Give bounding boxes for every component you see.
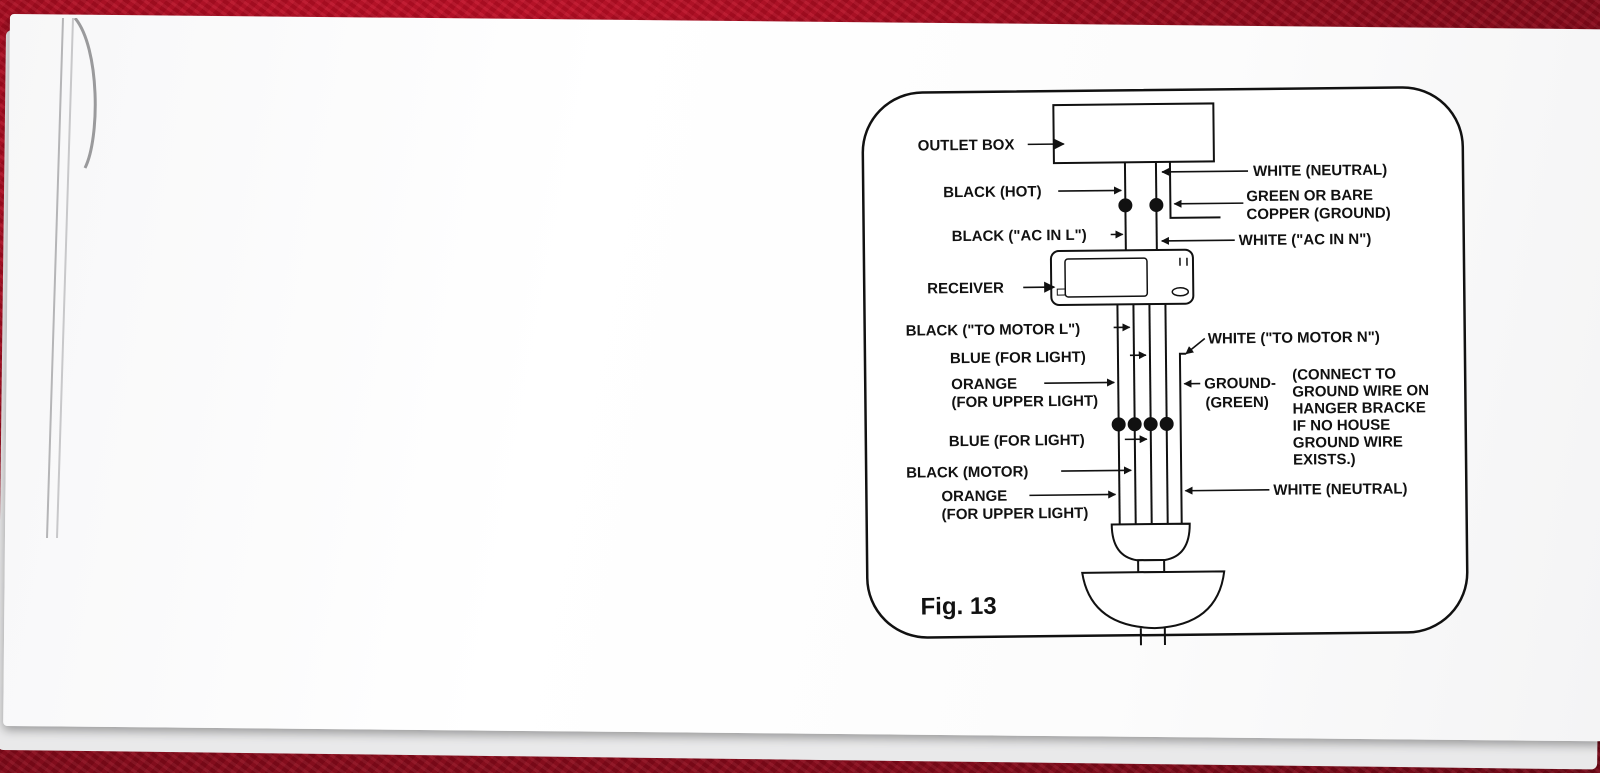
label-white-to-motor-n: WHITE ("TO MOTOR N") bbox=[1208, 329, 1380, 348]
label-orange-2-sub: (FOR UPPER LIGHT) bbox=[942, 505, 1089, 524]
label-black-to-motor-l: BLACK ("TO MOTOR L") bbox=[906, 321, 1081, 340]
label-ground: GROUND- bbox=[1204, 375, 1276, 393]
label-orange-2: ORANGE bbox=[941, 488, 1007, 506]
label-connect-2: GROUND WIRE ON bbox=[1292, 382, 1429, 400]
label-connect-3: HANGER BRACKE bbox=[1292, 399, 1426, 417]
label-orange-1-sub: (FOR UPPER LIGHT) bbox=[951, 393, 1098, 412]
receiver-shape bbox=[1049, 248, 1195, 307]
binding-edge bbox=[46, 18, 97, 538]
label-black-hot: BLACK (HOT) bbox=[943, 183, 1042, 201]
label-orange-1: ORANGE bbox=[951, 375, 1017, 393]
label-blue-for-light-1: BLUE (FOR LIGHT) bbox=[950, 349, 1086, 367]
label-white-neutral-bottom: WHITE (NEUTRAL) bbox=[1273, 480, 1407, 498]
outlet-box-shape bbox=[1052, 102, 1215, 165]
label-copper-ground: COPPER (GROUND) bbox=[1246, 205, 1390, 224]
lower-wires bbox=[1116, 303, 1186, 525]
fan-housing-shape bbox=[1081, 522, 1226, 646]
label-blue-for-light-2: BLUE (FOR LIGHT) bbox=[949, 432, 1085, 450]
label-connect-6: EXISTS.) bbox=[1293, 451, 1356, 469]
label-arrows bbox=[1023, 138, 1270, 499]
label-black-ac-in-l: BLACK ("AC IN L") bbox=[952, 227, 1087, 245]
label-black-motor: BLACK (MOTOR) bbox=[906, 463, 1028, 481]
label-ground-green: (GREEN) bbox=[1205, 394, 1269, 412]
label-receiver: RECEIVER bbox=[927, 280, 1004, 298]
label-outlet-box: OUTLET BOX bbox=[918, 137, 1015, 155]
label-white-ac-in-n: WHITE ("AC IN N") bbox=[1239, 231, 1372, 249]
label-connect-1: (CONNECT TO bbox=[1292, 366, 1396, 384]
label-green-bare: GREEN OR BARE bbox=[1246, 187, 1373, 205]
label-connect-5: GROUND WIRE bbox=[1293, 433, 1403, 451]
figure-caption: Fig. 13 bbox=[920, 593, 996, 621]
upper-wire-nuts bbox=[1118, 198, 1164, 213]
label-white-neutral-top: WHITE (NEUTRAL) bbox=[1253, 162, 1387, 180]
label-connect-4: IF NO HOUSE bbox=[1293, 417, 1391, 435]
lower-wire-nuts bbox=[1111, 416, 1174, 432]
